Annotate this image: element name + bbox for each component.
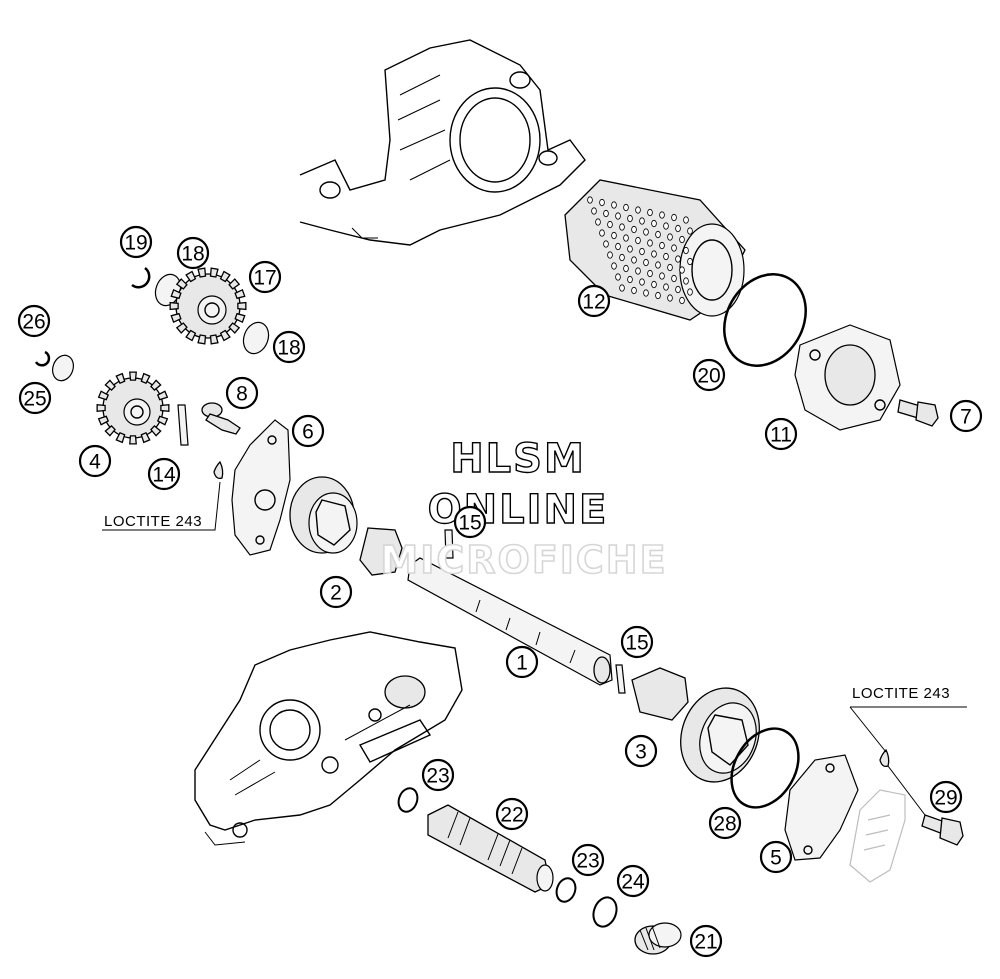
rotor-outer-3 [680,687,760,783]
loctite-label-left: LOCTITE 243 [104,513,202,530]
callout-12: 12 [577,284,611,318]
svg-text:8: 8 [236,383,248,406]
washer-18-lower [242,321,270,355]
callout-29: 29 [929,780,963,814]
callout-3: 3 [624,734,658,768]
o-ring-20 [723,273,807,367]
callout-24: 24 [616,864,650,898]
svg-text:12: 12 [582,291,605,314]
watermark-line-1: HLSM [450,436,586,482]
filter-cover [794,324,901,431]
washer-25 [52,354,74,382]
lower-engine-case-drawing [194,631,463,846]
callout-23-lower: 23 [571,843,605,877]
callout-14: 14 [147,457,181,491]
callout-22: 22 [495,797,529,831]
svg-text:23: 23 [576,850,599,873]
oil-filter-element [564,179,746,321]
leader-lines [102,481,967,816]
callout-6: 6 [291,414,325,448]
faded-bracket [849,789,906,883]
callout-28: 28 [708,806,742,840]
svg-text:15: 15 [458,512,481,535]
circlip-26 [34,350,51,367]
o-ring-28 [730,727,800,809]
rotor-inner-2 [359,527,403,576]
svg-text:28: 28 [713,813,736,836]
callout-2: 2 [319,575,353,609]
loctite-label-right: LOCTITE 243 [852,685,950,702]
callout-21: 21 [689,924,723,958]
pump-cover [784,754,859,861]
callout-25: 25 [18,381,52,415]
pump-shaft [407,557,613,686]
svg-text:18: 18 [277,337,300,360]
pin-14 [177,404,189,446]
pump-plate [231,419,291,556]
callout-19: 19 [119,225,153,259]
svg-text:19: 19 [124,232,147,255]
callout-15-lower: 15 [620,625,654,659]
callout-5: 5 [759,840,793,874]
callout-numbers: 19 18 17 18 26 25 4 14 8 6 12 20 11 7 15… [17,225,983,958]
svg-text:3: 3 [635,741,647,764]
svg-text:29: 29 [934,787,957,810]
svg-text:22: 22 [500,804,523,827]
svg-text:4: 4 [89,451,101,474]
screw-plug [634,922,682,955]
loctite-drop-right [879,748,890,768]
svg-text:7: 7 [960,406,972,429]
callout-26: 26 [17,304,51,338]
callout-15-upper: 15 [453,505,487,539]
o-ring-24 [592,896,618,928]
svg-text:26: 26 [22,311,45,334]
loctite-drop-left [213,460,224,480]
callout-18-upper: 18 [176,236,210,270]
screw-7 [897,399,939,427]
svg-text:18: 18 [181,243,204,266]
svg-text:23: 23 [426,765,449,788]
callout-11: 11 [764,417,798,451]
callout-1: 1 [505,645,539,679]
gear-4 [96,371,170,445]
svg-text:20: 20 [697,365,720,388]
callout-17: 17 [248,260,282,294]
svg-text:2: 2 [330,582,342,605]
oil-strainer [427,804,554,893]
svg-text:5: 5 [770,847,782,870]
rotor-outer-2 [289,476,358,554]
gear-17 [169,267,247,345]
callout-4: 4 [78,444,112,478]
svg-text:6: 6 [302,421,314,444]
pin-15-upper [444,529,454,559]
callout-7: 7 [949,399,983,433]
o-ring-23-lower [555,877,577,903]
o-ring-23-upper [397,787,419,813]
svg-text:14: 14 [152,464,176,487]
svg-text:25: 25 [23,388,46,411]
upper-engine-case-drawing [299,39,586,246]
callout-20: 20 [692,358,726,392]
svg-text:24: 24 [621,871,645,894]
screw-8 [201,402,241,435]
watermark-line-3: MICROFICHE [380,538,667,582]
callout-23-upper: 23 [421,758,455,792]
svg-text:15: 15 [625,632,648,655]
svg-text:11: 11 [770,424,792,447]
callout-18-lower: 18 [272,330,306,364]
circlip-19 [131,267,151,289]
svg-text:17: 17 [253,267,276,290]
pin-15-lower [615,664,626,694]
svg-text:21: 21 [694,931,717,954]
rotor-inner-3 [631,667,689,721]
callout-8: 8 [225,376,259,410]
watermark: HLSM ONLINE MICROFICHE [380,435,667,582]
screw-29 [921,814,964,846]
svg-text:1: 1 [516,652,528,675]
